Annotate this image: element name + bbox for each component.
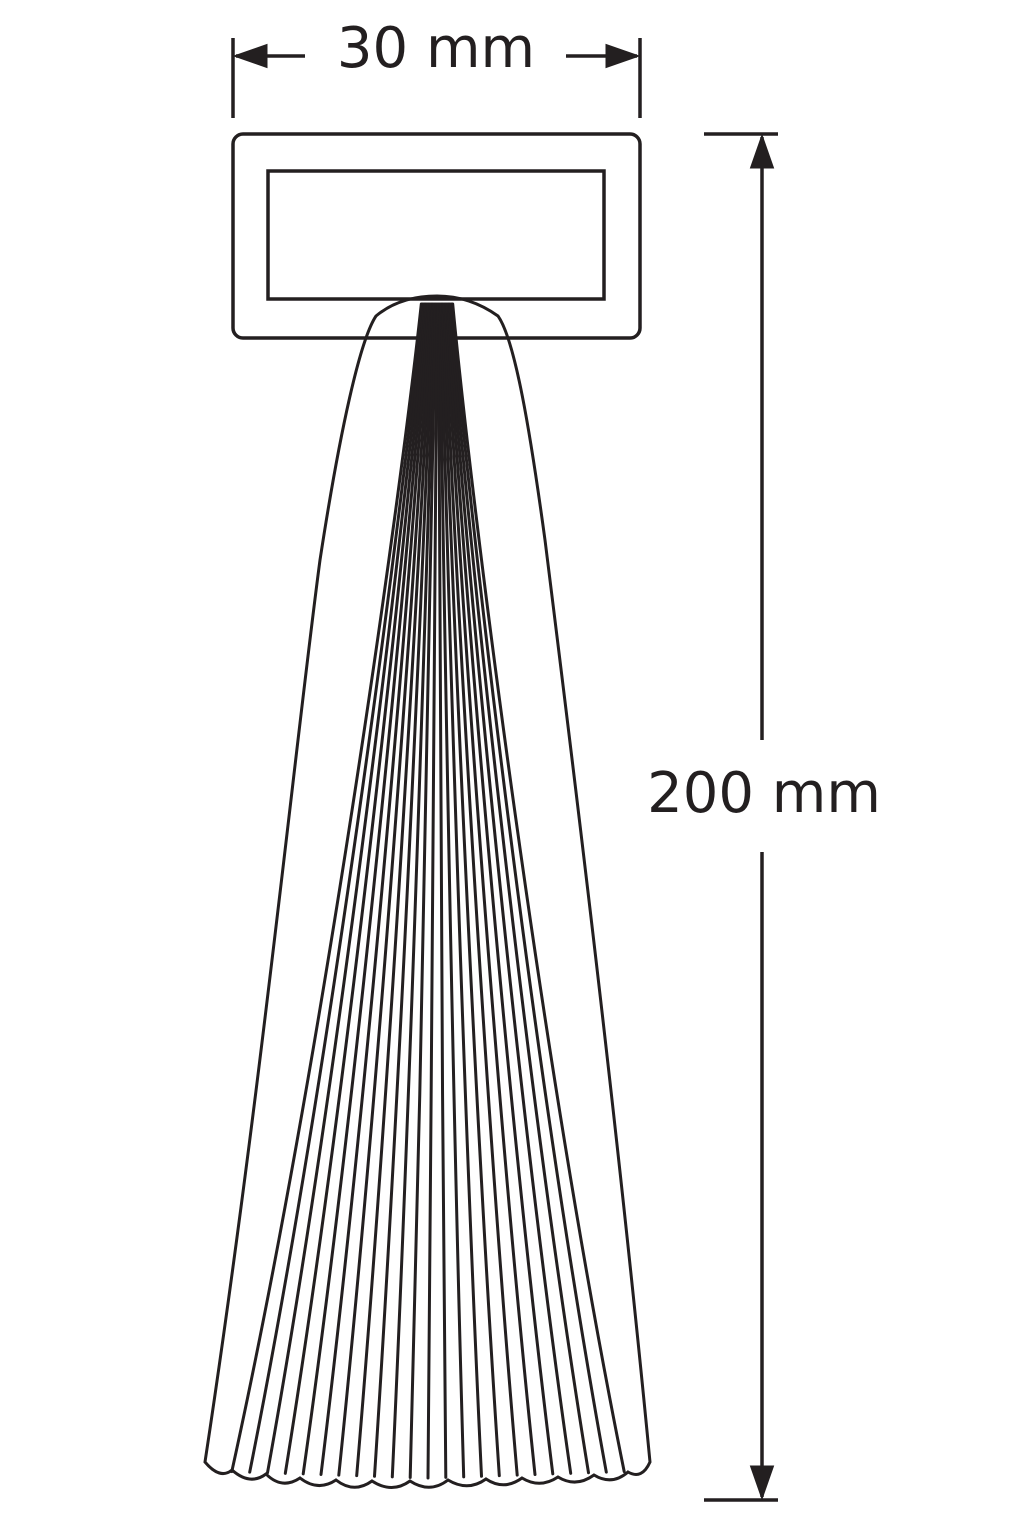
- bristle-strand: [301, 302, 429, 1476]
- bristle-strand: [436, 302, 448, 1479]
- bristle-strand: [373, 302, 435, 1478]
- bristle-bundle-outline: [203, 294, 652, 1489]
- bristle-strand: [355, 302, 433, 1478]
- bristle-strand: [426, 302, 439, 1480]
- bristle-strand: [448, 302, 590, 1475]
- bristle-strand: [442, 302, 519, 1477]
- bristle-strand: [319, 302, 430, 1476]
- bristle-strand: [283, 302, 428, 1475]
- height-dimension: 200 mm: [647, 132, 881, 1502]
- height-label: 200 mm: [647, 761, 881, 826]
- bristle-strand: [439, 302, 483, 1478]
- bristle-strand: [266, 302, 426, 1475]
- bristle-strand: [248, 302, 425, 1474]
- bristle-strand: [230, 302, 423, 1474]
- bristle-strand: [446, 302, 573, 1475]
- bristle-strand: [449, 302, 608, 1474]
- width-label: 30 mm: [337, 16, 535, 81]
- brush-bristles: [203, 294, 652, 1489]
- bristle-strand: [445, 302, 555, 1476]
- bristle-strand: [441, 302, 501, 1478]
- width-dimension: 30 mm: [231, 16, 642, 118]
- bristle-strand: [444, 302, 537, 1476]
- bristle-strand: [438, 302, 466, 1479]
- bristle-strand: [390, 302, 436, 1479]
- bristle-strand: [408, 302, 438, 1479]
- bristle-strand: [337, 302, 432, 1477]
- bristle-strand: [451, 302, 626, 1474]
- holder-inner-slot: [266, 169, 606, 301]
